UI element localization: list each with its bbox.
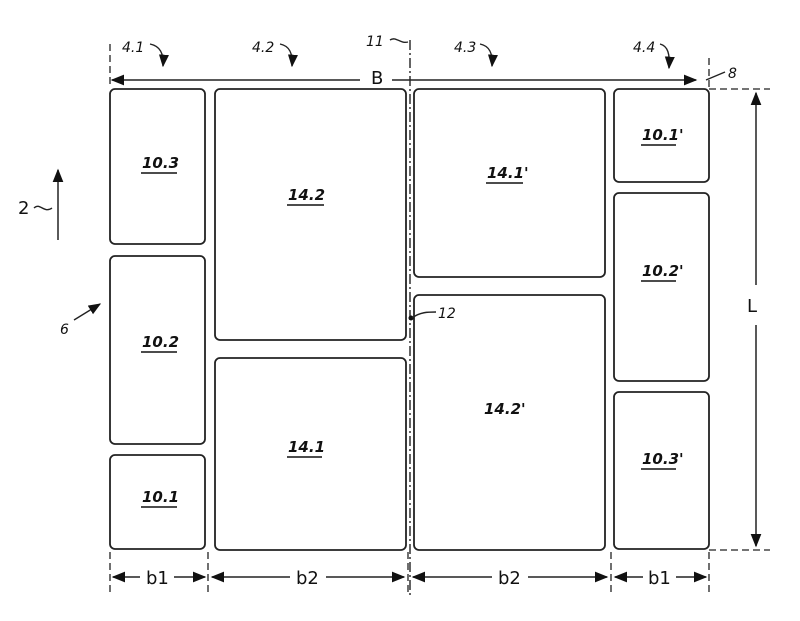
dim-b1-right: b1 [648, 568, 671, 589]
panel-10-2: 10.2 [109, 255, 206, 445]
ref-4-3: 4.3 [454, 40, 498, 68]
ref-11: 11 [366, 34, 409, 50]
svg-text:14.2': 14.2' [484, 400, 526, 418]
svg-text:2: 2 [18, 198, 29, 219]
panel-10-2-prime: 10.2' [613, 192, 710, 382]
panel-14-2-prime: 14.2' [413, 294, 606, 551]
ref-4-4: 4.4 [633, 40, 675, 70]
svg-text:10.1: 10.1 [142, 488, 179, 506]
panel-10-1-prime: 10.1' [613, 88, 710, 183]
svg-text:14.1: 14.1 [288, 438, 325, 456]
svg-text:4.1: 4.1 [122, 40, 144, 56]
svg-text:6: 6 [60, 322, 69, 338]
width-dimension: B [109, 44, 710, 89]
svg-text:10.2': 10.2' [642, 262, 684, 280]
svg-text:14.2: 14.2 [288, 186, 325, 204]
panel-10-1: 10.1 [109, 454, 206, 550]
svg-text:10.2: 10.2 [142, 333, 179, 351]
ref-6: 6 [60, 303, 102, 338]
direction-arrow-2: 2 [18, 168, 64, 240]
svg-text:12: 12 [438, 306, 456, 322]
length-dimension: L [709, 88, 770, 551]
svg-text:8: 8 [728, 66, 737, 82]
svg-text:4.4: 4.4 [633, 40, 655, 56]
length-label: L [747, 296, 757, 317]
svg-text:14.1': 14.1' [487, 164, 529, 182]
panel-14-1-prime: 14.1' [413, 88, 606, 278]
dim-b1-left: b1 [146, 568, 169, 589]
panel-14-1: 14.1 [214, 357, 407, 551]
dim-b2-right: b2 [498, 568, 521, 589]
panel-10-3-prime: 10.3' [613, 391, 710, 550]
panel-14-2: 14.2 [214, 88, 407, 341]
svg-text:11: 11 [366, 34, 384, 50]
svg-text:10.3: 10.3 [142, 154, 179, 172]
ref-4-1: 4.1 [122, 40, 169, 68]
bottom-dimensions: b1 b2 b2 b1 [109, 552, 710, 594]
width-label: B [371, 68, 383, 89]
panel-10-3: 10.3 [109, 88, 206, 245]
svg-text:4.2: 4.2 [252, 40, 274, 56]
ref-4-2: 4.2 [252, 40, 298, 68]
svg-text:10.1': 10.1' [642, 126, 684, 144]
svg-text:10.3': 10.3' [642, 450, 684, 468]
dim-b2-left: b2 [296, 568, 319, 589]
ref-12: 12 [408, 306, 456, 322]
svg-text:4.3: 4.3 [454, 40, 476, 56]
ref-8: 8 [705, 66, 737, 82]
